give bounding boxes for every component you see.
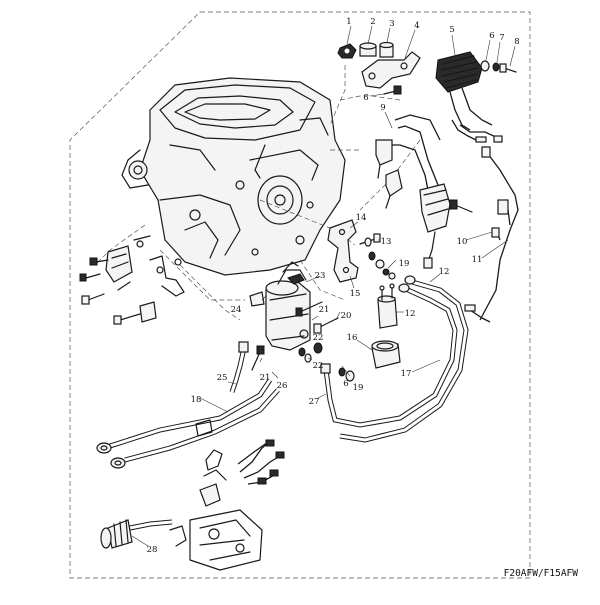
callout-labels: 1 2 3 4 5 6 7 8 6 9 10 11 12 12 13 14 15… <box>147 17 520 555</box>
callout-6: 6 <box>489 31 494 41</box>
callout-13: 13 <box>381 237 392 247</box>
starter-relay-part-12 <box>377 283 398 329</box>
washer-part-6 <box>480 60 490 72</box>
callout-19: 19 <box>399 259 410 269</box>
bracket-part-4 <box>361 51 421 89</box>
relay-cable-part-17 <box>325 275 469 443</box>
callout-2: 2 <box>370 17 375 27</box>
callout-25: 25 <box>217 373 228 383</box>
engine-block <box>121 77 346 276</box>
bolt-part-8 <box>499 63 517 73</box>
callout-1: 1 <box>346 17 351 27</box>
grommet-part-2 <box>359 42 377 57</box>
callout-27: 27 <box>309 397 320 407</box>
callout-14: 14 <box>356 213 367 223</box>
washer-part-7 <box>492 62 500 72</box>
callout-22: 22 <box>313 333 324 343</box>
guide-line <box>339 94 401 101</box>
callout-20: 20 <box>341 311 352 321</box>
callout-8: 8 <box>514 37 519 47</box>
callout-7: 7 <box>499 33 504 43</box>
callout-4: 4 <box>414 21 419 31</box>
relay-boot-part-16 <box>371 340 401 369</box>
bolt-part-20 <box>313 317 339 334</box>
screw-part-13 <box>359 233 381 247</box>
callout-6: 6 <box>343 379 348 389</box>
callout-21: 21 <box>260 373 271 383</box>
callout-10: 10 <box>457 237 468 247</box>
callout-5: 5 <box>449 25 454 35</box>
model-code-label: F20AFW/F15AFW <box>504 568 579 579</box>
callout-16: 16 <box>347 333 358 343</box>
clip-part-24 <box>249 291 265 307</box>
callout-3: 3 <box>389 19 394 29</box>
callout-15: 15 <box>350 289 361 299</box>
relay-bracket-part-14 <box>327 219 359 283</box>
callout-22: 22 <box>313 361 324 371</box>
callout-28: 28 <box>147 545 158 555</box>
callout-11: 11 <box>472 255 483 265</box>
battery-cable-part-18 <box>96 378 280 469</box>
lower-harness <box>169 439 285 571</box>
bolt-part-21-upper <box>295 301 323 317</box>
callout-24: 24 <box>231 305 242 315</box>
nut-part-1 <box>337 43 357 59</box>
ignition-coil-part-9 <box>375 114 473 269</box>
bolt-part-6-top <box>383 85 402 95</box>
callout-18: 18 <box>191 395 202 405</box>
leader-lines <box>131 25 516 547</box>
guide-line <box>179 264 241 321</box>
starter-motor-part-23 <box>265 261 311 351</box>
rectifier-regulator-part-5 <box>435 51 493 131</box>
callout-26: 26 <box>277 381 288 391</box>
guide-line <box>299 259 346 301</box>
guide-line <box>329 65 346 126</box>
washers-part-19 <box>368 251 396 280</box>
guide-line <box>94 224 146 266</box>
collar-part-3 <box>379 41 394 58</box>
bolt-part-21-lower <box>251 345 265 371</box>
starter-cable-part-25 <box>229 341 249 393</box>
callout-21: 21 <box>319 305 330 315</box>
callout-9: 9 <box>380 103 385 113</box>
callout-23: 23 <box>315 271 326 281</box>
callout-12: 12 <box>439 267 450 277</box>
callout-19: 19 <box>353 383 364 393</box>
connector-part-28 <box>100 519 173 549</box>
callout-12: 12 <box>405 309 416 319</box>
callout-6: 6 <box>363 93 368 103</box>
callout-17: 17 <box>401 369 412 379</box>
frame-outline <box>69 11 531 579</box>
left-hardware <box>79 235 185 325</box>
rectifier-harness <box>451 119 519 323</box>
